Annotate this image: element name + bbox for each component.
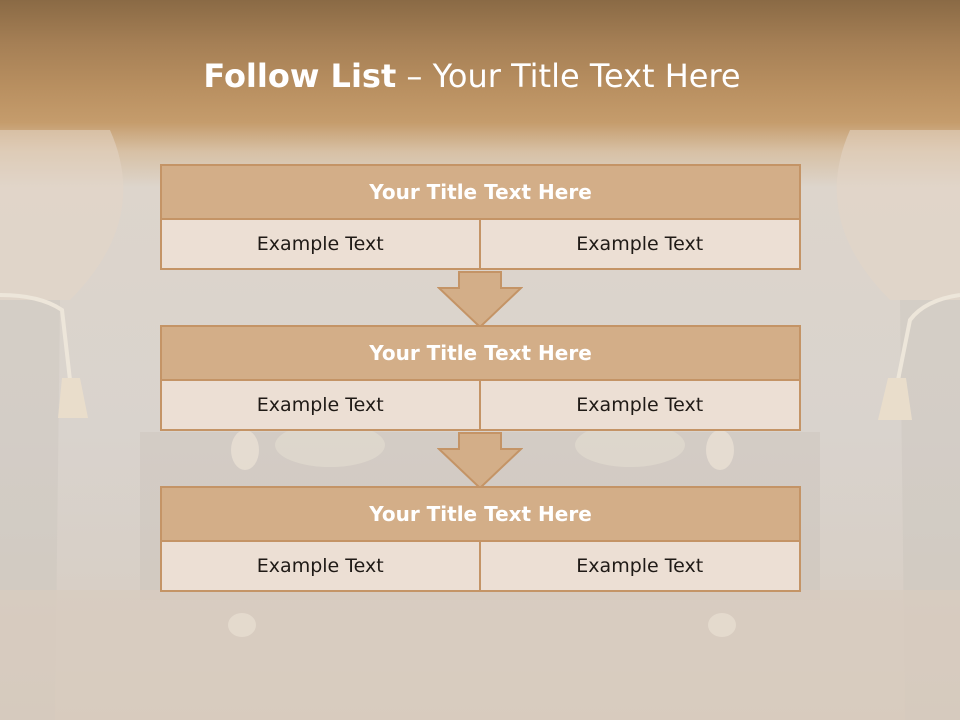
step-cells-row: Example Text Example Text	[160, 542, 801, 592]
slide-title: Follow List – Your Title Text Here	[0, 56, 944, 96]
title-bold-part: Follow List	[203, 57, 397, 95]
down-arrow-icon	[437, 271, 523, 329]
step-cell-right: Example Text	[480, 542, 801, 592]
step-cell-right: Example Text	[480, 220, 801, 270]
step-cell-left: Example Text	[160, 381, 481, 431]
step-title: Your Title Text Here	[160, 325, 801, 381]
step-cell-right: Example Text	[480, 381, 801, 431]
list-step-2: Your Title Text Here Example Text Exampl…	[160, 325, 801, 431]
step-cell-left: Example Text	[160, 220, 481, 270]
title-rest-part: – Your Title Text Here	[396, 57, 741, 95]
step-cells-row: Example Text Example Text	[160, 220, 801, 270]
step-title: Your Title Text Here	[160, 164, 801, 220]
down-arrow-icon	[437, 432, 523, 490]
list-step-1: Your Title Text Here Example Text Exampl…	[160, 164, 801, 270]
list-step-3: Your Title Text Here Example Text Exampl…	[160, 486, 801, 592]
step-cells-row: Example Text Example Text	[160, 381, 801, 431]
step-cell-left: Example Text	[160, 542, 481, 592]
step-title: Your Title Text Here	[160, 486, 801, 542]
